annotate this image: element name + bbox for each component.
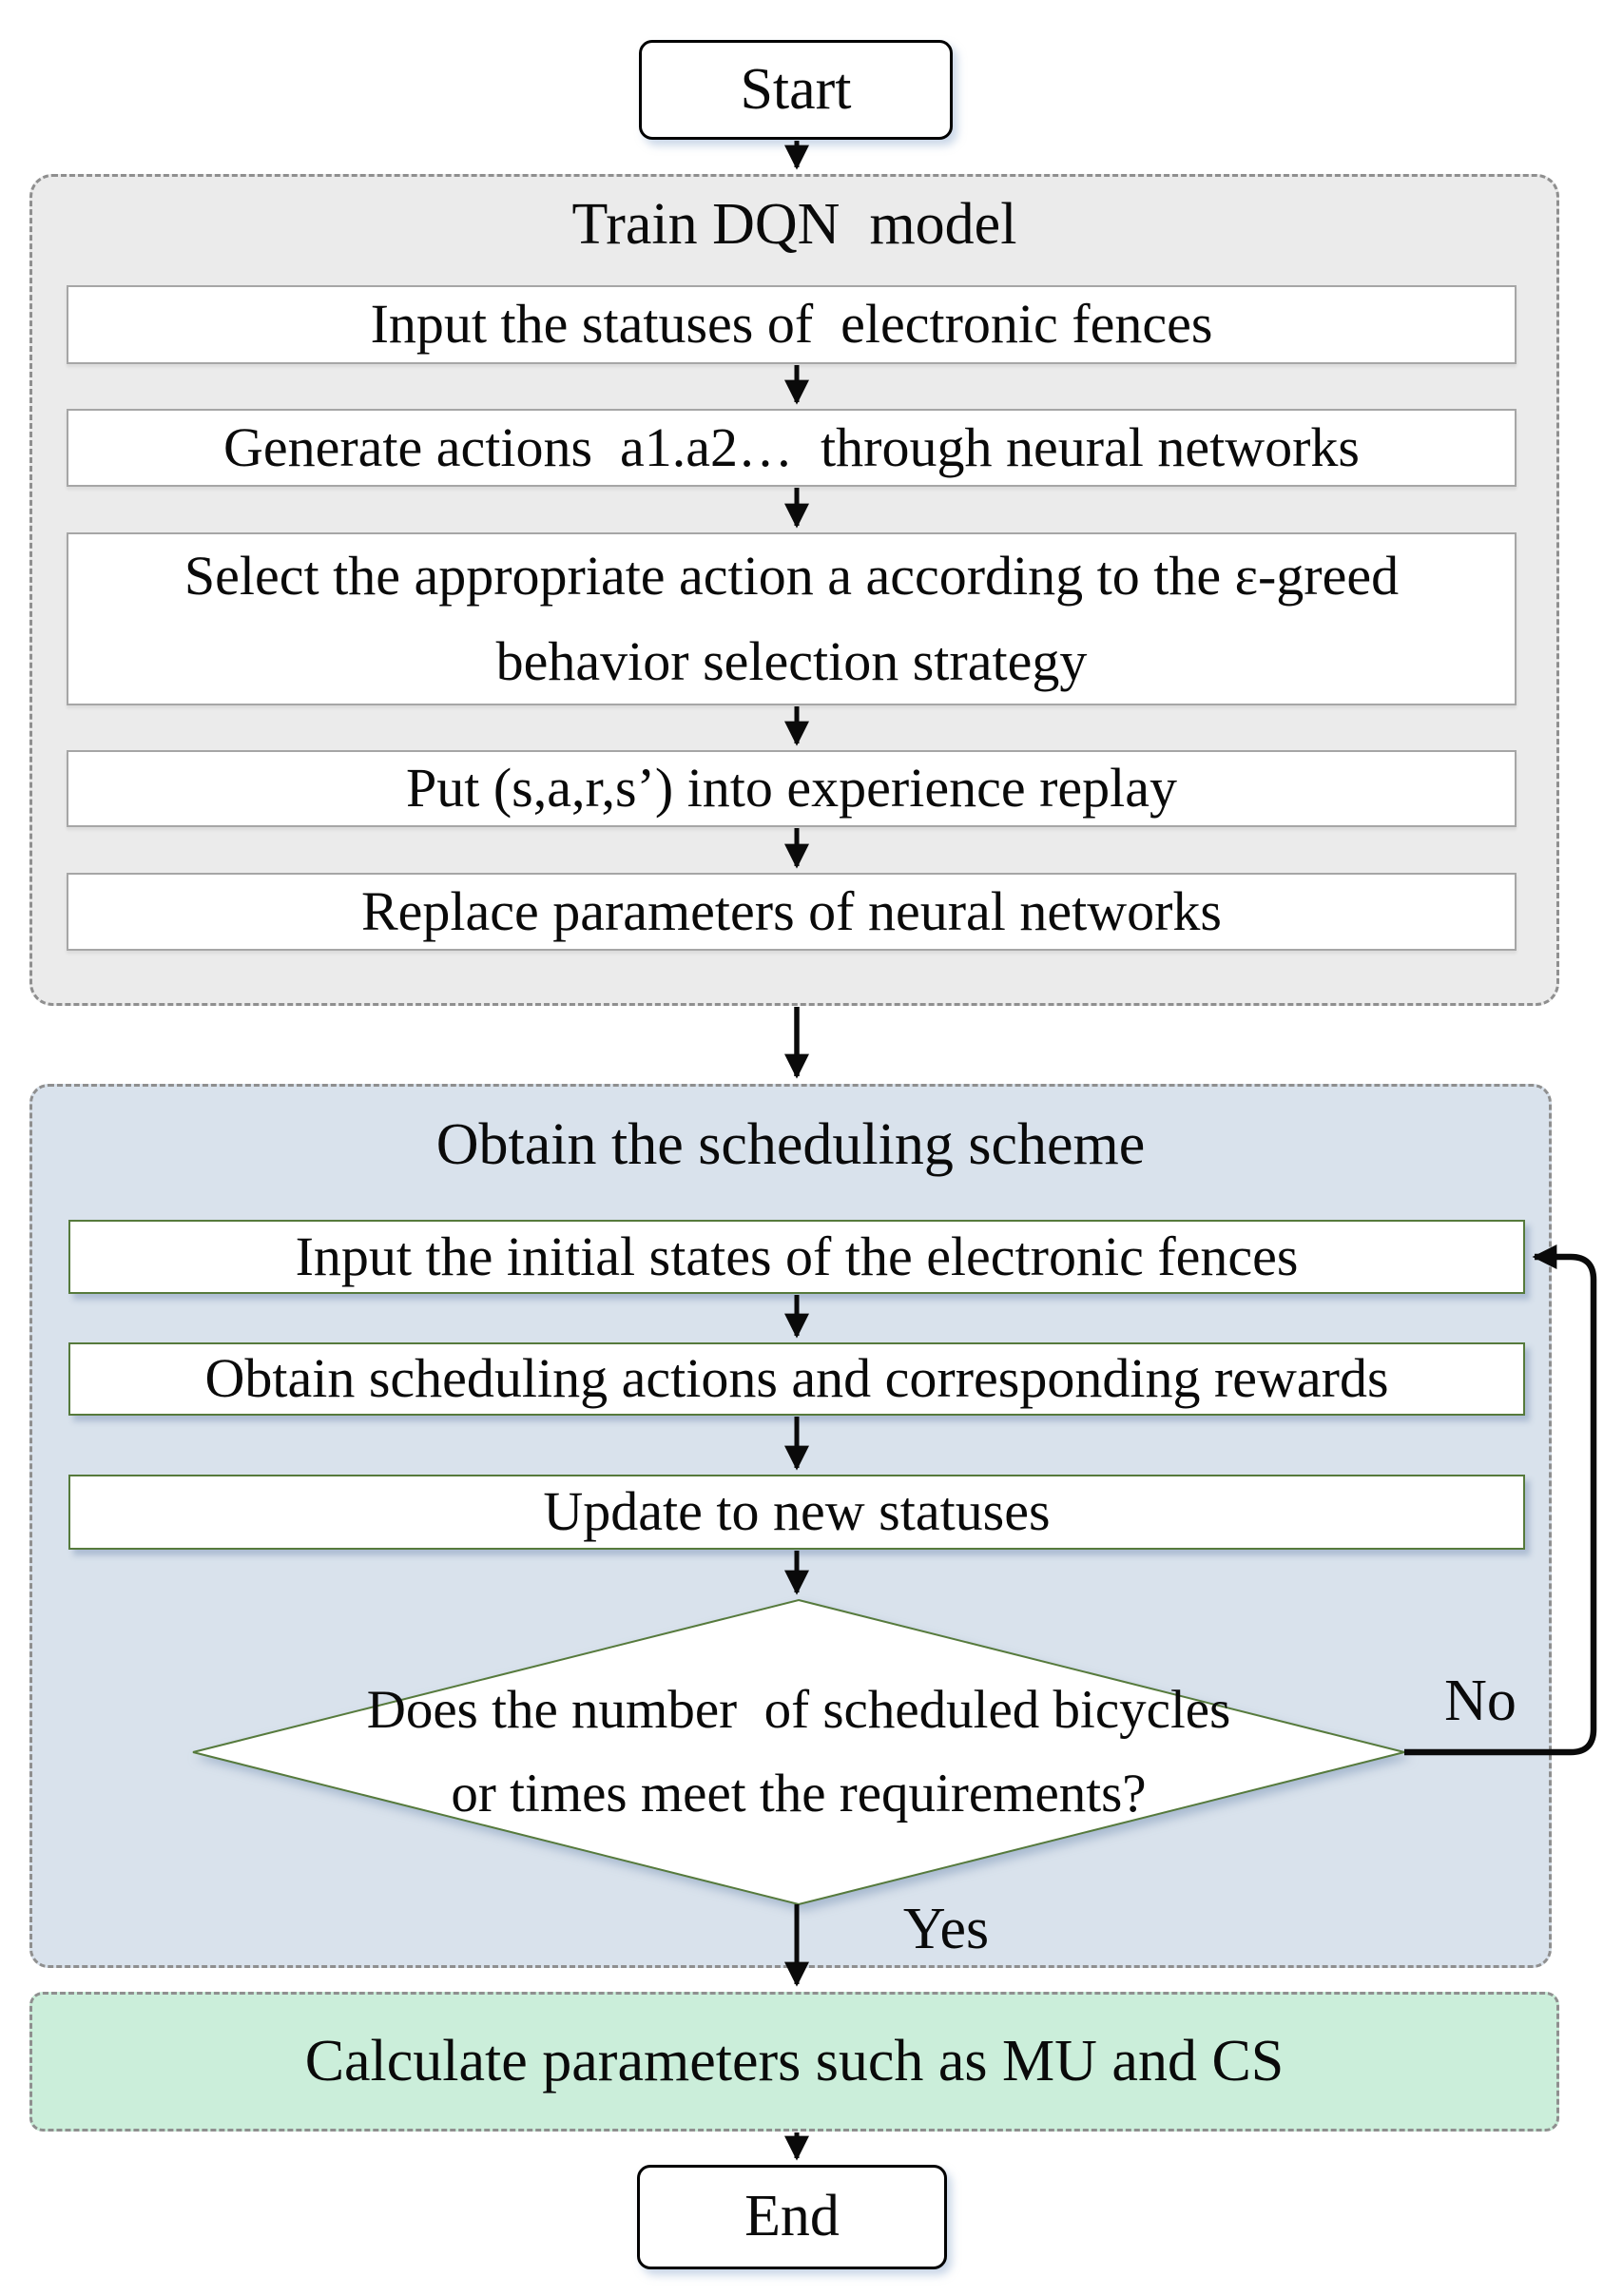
step-input-initial-states: Input the initial states of the electron… xyxy=(68,1220,1525,1294)
end-node: End xyxy=(637,2165,947,2269)
step-input-statuses: Input the statuses of electronic fences xyxy=(67,285,1517,364)
step-experience-replay: Put (s,a,r,s’) into experience replay xyxy=(67,750,1517,827)
yes-branch-label: Yes xyxy=(902,1897,990,1961)
step-obtain-actions-rewards: Obtain scheduling actions and correspond… xyxy=(68,1342,1525,1416)
step-replace-parameters: Replace parameters of neural networks xyxy=(67,873,1517,951)
start-label: Start xyxy=(740,56,852,122)
no-branch-label: No xyxy=(1444,1669,1517,1733)
calculate-parameters-box: Calculate parameters such as MU and CS xyxy=(29,1992,1559,2132)
end-label: End xyxy=(744,2184,840,2249)
schedule-section-title: Obtain the scheduling scheme xyxy=(435,1112,1146,1177)
step-update-statuses: Update to new statuses xyxy=(68,1475,1525,1550)
decision-question: Does the number of scheduled bicycles or… xyxy=(366,1679,1231,1823)
start-node: Start xyxy=(639,40,953,140)
step-select-action: Select the appropriate action a accordin… xyxy=(67,532,1517,705)
step-generate-actions: Generate actions a1.a2… through neural n… xyxy=(67,409,1517,487)
train-section-title: Train DQN model xyxy=(571,192,1017,257)
